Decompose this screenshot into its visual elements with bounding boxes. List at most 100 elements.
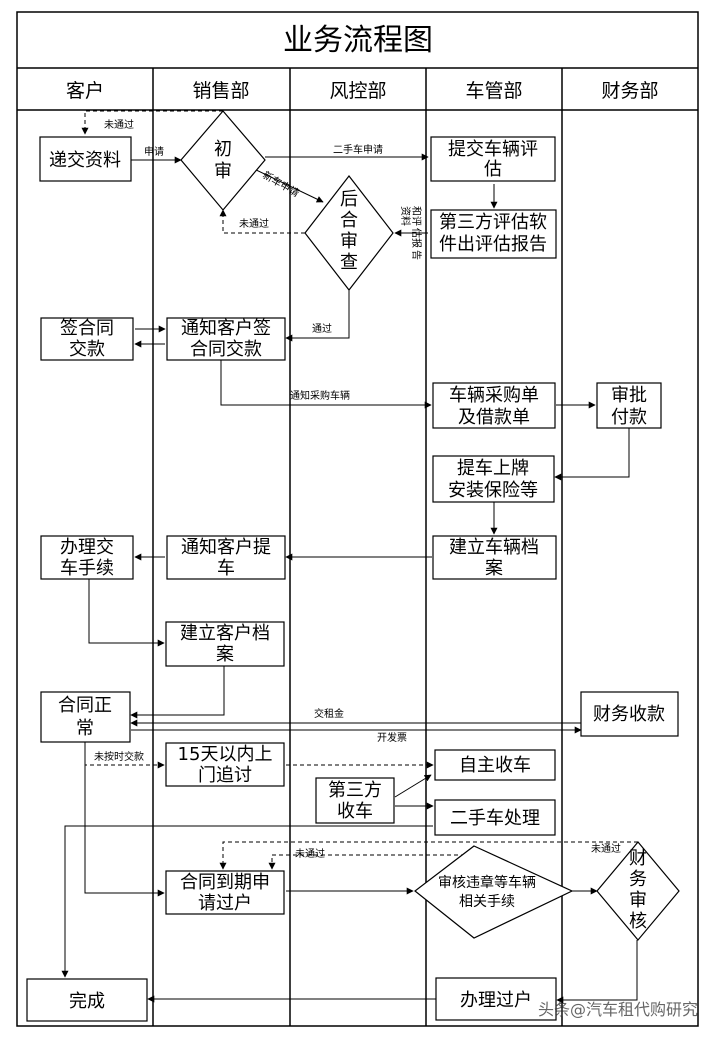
node-used-car-text: 二手车处理 bbox=[450, 808, 540, 829]
node-customer-file-text-1: 建立客户档 bbox=[180, 623, 270, 644]
node-sign-contract bbox=[40, 317, 134, 361]
label-pay-rent: 交租金 bbox=[314, 707, 344, 720]
node-texts-small: 审核违章等车辆 相关手续 bbox=[438, 874, 536, 910]
node-door-collection-text-1: 15天以内上 bbox=[178, 744, 273, 765]
node-sign-contract-text-2: 交款 bbox=[69, 339, 105, 360]
lane-header-sales: 销售部 bbox=[192, 80, 249, 102]
node-submit-eval bbox=[430, 136, 556, 182]
node-self-repossess-text: 自主收车 bbox=[459, 755, 531, 776]
arrow-finreview-to-transfer bbox=[556, 940, 638, 1004]
node-pickup-plate-text-2: 安装保险等 bbox=[448, 480, 538, 501]
table-frame bbox=[16, 11, 699, 1027]
node-notify-sign-text-1: 通知客户签 bbox=[181, 318, 271, 339]
label-docs-and-report-2: 和评 bbox=[410, 206, 422, 226]
node-third-party-repossess-text-2: 收车 bbox=[337, 801, 373, 822]
label-not-passed-4: 未通过 bbox=[591, 842, 621, 855]
label-used-car-apply: 二手车申请 bbox=[333, 143, 383, 156]
node-notify-sign-text-2: 合同交款 bbox=[190, 339, 262, 360]
lane-header-risk: 风控部 bbox=[329, 80, 386, 102]
arrow-custfile-to-contract bbox=[130, 666, 225, 719]
node-finance-review-text-1: 财 bbox=[629, 848, 647, 869]
node-handle-delivery bbox=[40, 535, 134, 580]
connectors bbox=[61, 110, 638, 1004]
node-contract-normal-text-2: 常 bbox=[76, 718, 94, 739]
lane-header-finance: 财务部 bbox=[601, 80, 658, 102]
node-transfer-text: 办理过户 bbox=[460, 990, 532, 1011]
node-finance-review bbox=[596, 841, 680, 941]
arrow-review-to-post bbox=[251, 167, 324, 203]
node-approve-pay-text-2: 付款 bbox=[611, 407, 647, 428]
node-vehicle-file-text-1: 建立车辆档 bbox=[449, 537, 539, 558]
node-review-violations bbox=[414, 845, 574, 939]
node-submit-docs bbox=[39, 136, 132, 182]
node-finance-collect-text: 财务收款 bbox=[593, 704, 665, 725]
node-purchase-order-text-2: 及借款单 bbox=[458, 407, 530, 428]
node-post-review-text-1: 后 bbox=[340, 189, 358, 210]
arrow-reject-initial bbox=[81, 110, 223, 135]
node-finance-review-text-4: 核 bbox=[629, 911, 647, 932]
node-contract-normal-text-1: 合同正 bbox=[58, 695, 112, 716]
label-invoice: 开发票 bbox=[377, 731, 407, 744]
node-texts: 递交资料 初 审 后 合 审 查 提交车辆评 估 第三方评估软 件出评估报告 签… bbox=[49, 139, 665, 1012]
arrow-delivery-to-custfile bbox=[88, 579, 165, 647]
node-transfer bbox=[435, 977, 557, 1021]
node-third-party-report-text-2: 件出评估报告 bbox=[439, 234, 547, 255]
label-not-passed-1: 未通过 bbox=[104, 118, 134, 131]
node-customer-file-text-2: 案 bbox=[216, 644, 234, 665]
node-post-review-text-4: 查 bbox=[340, 252, 358, 273]
label-passed: 通过 bbox=[312, 322, 332, 335]
node-complete-text: 完成 bbox=[69, 991, 105, 1012]
node-initial-review-text-2: 审 bbox=[214, 161, 232, 182]
label-docs-and-report-4: 告 bbox=[410, 250, 423, 260]
node-self-repossess bbox=[434, 749, 556, 781]
node-submit-docs-text: 递交资料 bbox=[49, 150, 121, 171]
node-third-party-report-text-1: 第三方评估软 bbox=[439, 212, 547, 233]
node-approve-pay bbox=[596, 382, 662, 429]
node-contract-normal bbox=[40, 691, 131, 743]
node-third-party-repossess-text-1: 第三方 bbox=[328, 780, 382, 801]
node-finance-review-text-2: 务 bbox=[629, 869, 647, 890]
node-approve-pay-text-1: 审批 bbox=[611, 385, 647, 406]
node-finance-collect bbox=[580, 691, 679, 737]
arrow-approve-to-pickup bbox=[554, 428, 630, 481]
label-not-passed-3: 未通过 bbox=[295, 847, 325, 860]
node-pickup-plate bbox=[432, 455, 555, 503]
label-docs-and-report-3: 估报 bbox=[410, 228, 423, 248]
node-review-violations-text-2: 相关手续 bbox=[459, 893, 515, 910]
node-post-review-text-2: 合 bbox=[340, 210, 358, 231]
node-handle-delivery-text-2: 车手续 bbox=[60, 558, 114, 579]
arrow-notify-to-purchase bbox=[220, 360, 432, 409]
node-pickup-plate-text-1: 提车上牌 bbox=[457, 458, 529, 479]
lane-header-customer: 客户 bbox=[66, 80, 104, 102]
node-used-car bbox=[434, 799, 556, 836]
node-post-review bbox=[304, 175, 394, 291]
node-complete bbox=[26, 978, 148, 1022]
label-apply: 申请 bbox=[144, 145, 164, 158]
label-docs-and-report-1: 资料 bbox=[399, 206, 412, 226]
node-contract-expiry-text-1: 合同到期申 bbox=[180, 872, 270, 893]
node-third-party-report bbox=[430, 209, 557, 259]
node-third-party-repossess bbox=[315, 777, 395, 824]
label-docs-and-report: 资料 和评 估报 告 bbox=[399, 206, 423, 260]
page-title: 业务流程图 bbox=[283, 23, 433, 58]
arrow-contract-to-expiry bbox=[84, 742, 165, 897]
arrow-reject-finance bbox=[219, 841, 638, 870]
node-vehicle-file-text-2: 案 bbox=[485, 558, 503, 579]
arrow-thirdparty-to-self bbox=[394, 774, 432, 798]
watermark: 头条@汽车租代购研究 bbox=[538, 1000, 698, 1019]
node-submit-eval-text-2: 估 bbox=[484, 159, 502, 180]
node-contract-expiry-text-2: 请过户 bbox=[198, 893, 252, 914]
label-not-passed-2: 未通过 bbox=[239, 217, 269, 230]
node-post-review-text-3: 审 bbox=[340, 231, 358, 252]
node-notify-pickup bbox=[166, 535, 286, 580]
node-notify-sign bbox=[166, 317, 286, 361]
node-purchase-order-text-1: 车辆采购单 bbox=[449, 385, 539, 406]
nodes bbox=[26, 110, 680, 1022]
label-new-car-apply: 新车申请 bbox=[261, 168, 302, 199]
node-purchase-order bbox=[432, 382, 556, 429]
lane-headers: 客户 销售部 风控部 车管部 财务部 bbox=[66, 80, 659, 102]
node-initial-review-text-1: 初 bbox=[214, 139, 232, 160]
node-door-collection-text-2: 门追讨 bbox=[198, 765, 252, 786]
node-door-collection bbox=[165, 742, 285, 787]
node-notify-pickup-text-1: 通知客户提 bbox=[181, 537, 271, 558]
